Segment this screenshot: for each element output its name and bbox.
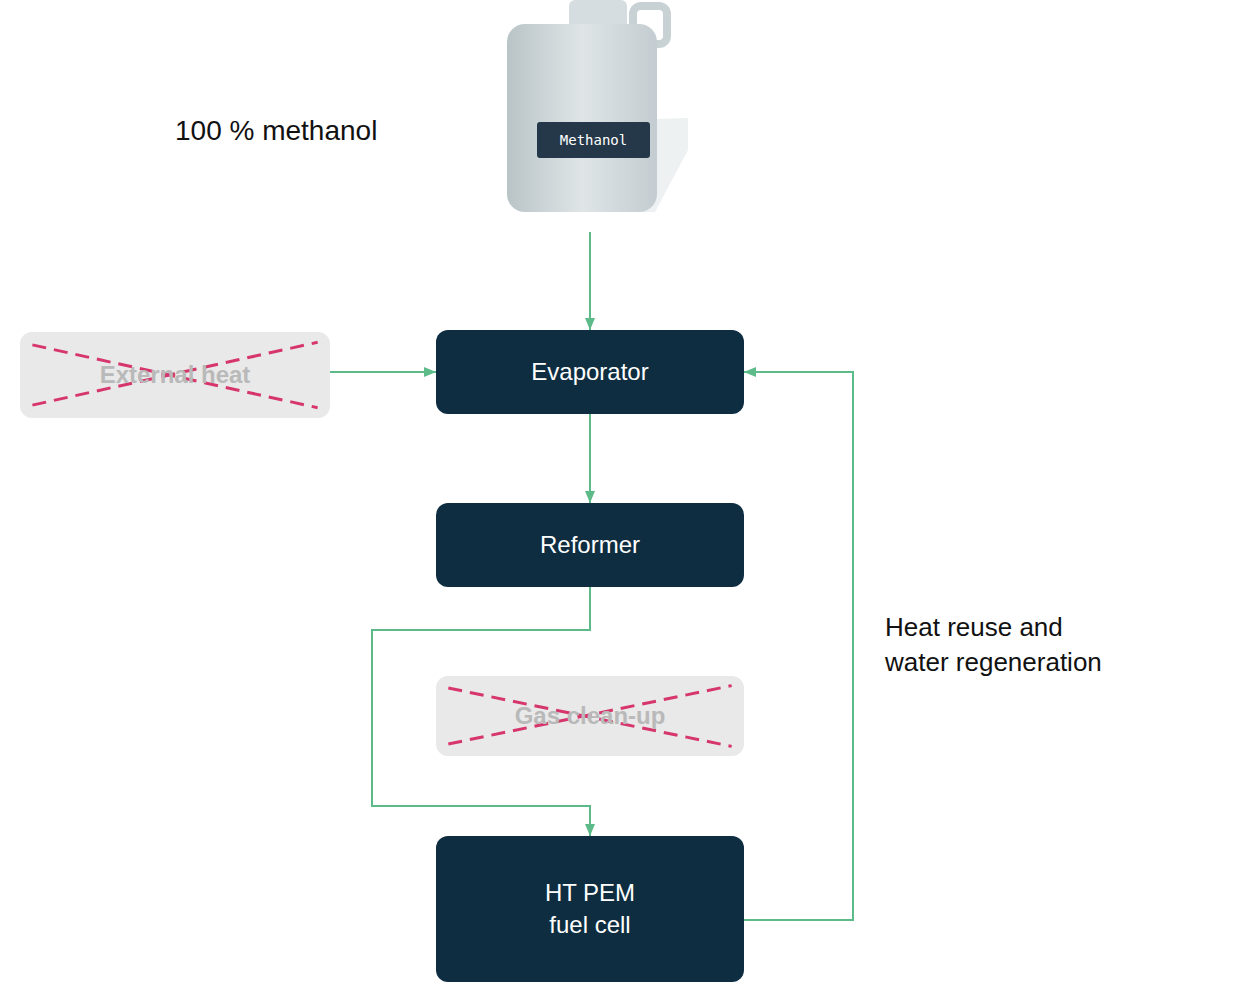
canister-illustration (505, 0, 690, 212)
crossed-out-box: Gas clean-up (436, 676, 744, 756)
flow-arrow (330, 371, 436, 373)
node-text: External heat (100, 361, 251, 389)
node-text: Evaporator (531, 356, 648, 388)
process-box: Reformer (436, 503, 744, 587)
canister-label: Methanol (537, 122, 650, 158)
cross-line (32, 345, 317, 408)
fuel-label: 100 % methanol (175, 115, 377, 147)
flow-arrow (589, 414, 591, 503)
node-text: HT PEM fuel cell (530, 877, 650, 942)
cross-line (448, 686, 731, 744)
fuel-cell-box: HT PEM fuel cell (436, 836, 744, 982)
flow-arrow (744, 372, 853, 920)
flow-arrow (589, 232, 591, 330)
methanol-canister: Methanol (505, 0, 690, 212)
node-text: Reformer (540, 529, 640, 561)
cross-line (32, 342, 317, 405)
cross-line (448, 688, 731, 746)
process-box: Evaporator (436, 330, 744, 414)
edge-label: Heat reuse and water regeneration (885, 610, 1127, 680)
node-text: Gas clean-up (515, 702, 666, 730)
crossed-out-box: External heat (20, 332, 330, 418)
canister-body (507, 24, 657, 212)
